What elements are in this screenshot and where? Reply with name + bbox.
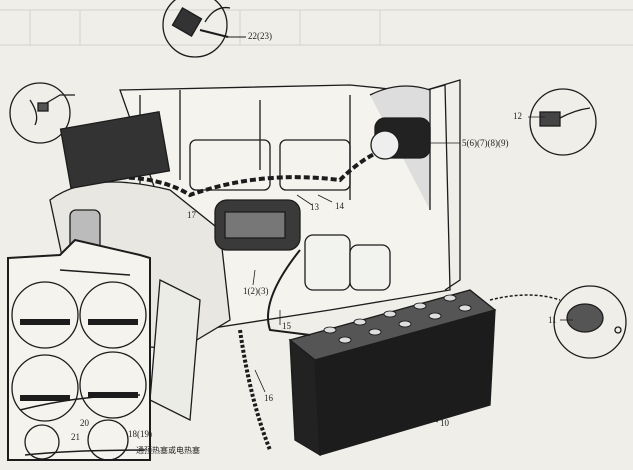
- callout-17: 17: [187, 210, 196, 220]
- battery: [288, 289, 497, 457]
- starter-motor: [214, 199, 301, 251]
- terminal-detail-circle: [9, 82, 75, 144]
- callout-10: 10: [440, 418, 449, 428]
- glow-plug-note: 通预热塞或电热塞: [136, 446, 200, 455]
- callout-1-3: 1(2)(3): [243, 286, 269, 296]
- switch-cable: [489, 294, 561, 301]
- leader-lines: [252, 116, 573, 423]
- callout-22-23: 22(23): [248, 31, 272, 41]
- control-box: [59, 111, 171, 189]
- callout-18-19: 18(19): [128, 429, 152, 439]
- callout-11: 11: [548, 315, 557, 325]
- callout-14: 14: [335, 201, 344, 211]
- callout-21: 21: [71, 432, 80, 442]
- callout-20: 20: [80, 418, 89, 428]
- ground-cable: [238, 329, 272, 451]
- glow-plug-detail-circle: [162, 0, 246, 58]
- callout-15: 15: [282, 321, 291, 331]
- alternator: [370, 117, 431, 160]
- instrument-panel-inset: [7, 238, 151, 461]
- wiring-harness: [74, 142, 421, 198]
- switch-detail-circle: [553, 285, 627, 359]
- callout-16: 16: [264, 393, 273, 403]
- battery-cable: [267, 249, 311, 336]
- callout-13: 13: [310, 202, 319, 212]
- sender-detail-circle: [529, 88, 597, 156]
- fuel-filters: [304, 234, 391, 291]
- callout-12: 12: [513, 111, 522, 121]
- callout-5-9: 5(6)(7)(8)(9): [462, 138, 509, 148]
- background-table-lines: [0, 9, 633, 46]
